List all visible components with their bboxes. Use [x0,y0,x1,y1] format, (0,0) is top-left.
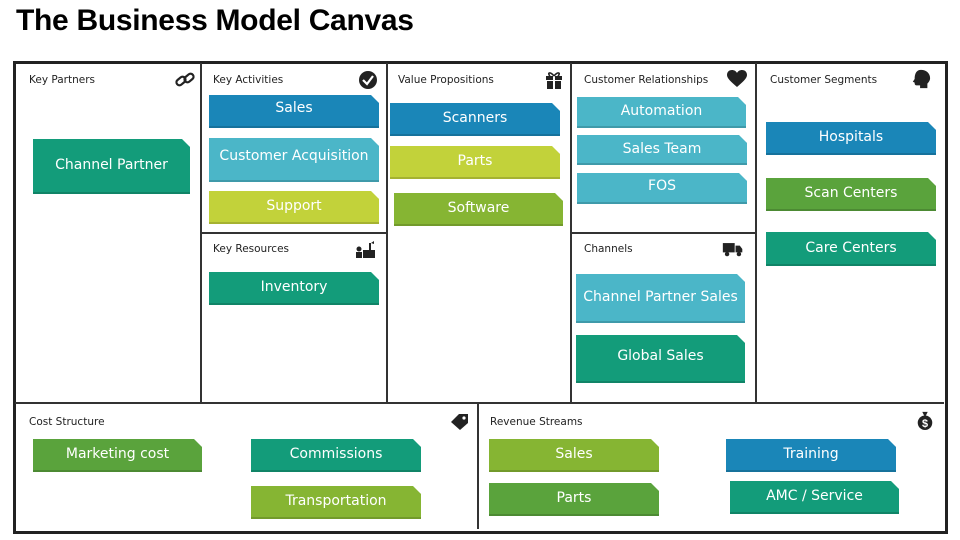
canvas-item[interactable]: Channel Partner [33,139,190,194]
canvas-item[interactable]: Global Sales [576,335,745,383]
head-icon [912,69,931,89]
section-label: Revenue Streams [490,416,583,428]
truck-icon [722,243,743,257]
link-icon [175,72,195,87]
canvas-item[interactable]: Software [394,193,563,226]
factory-icon [356,241,375,258]
section-label: Value Propositions [398,74,494,86]
canvas-item[interactable]: AMC / Service [730,481,899,514]
canvas-item[interactable]: Hospitals [766,122,936,155]
svg-text:$: $ [922,418,928,430]
section-label: Key Partners [29,74,96,86]
canvas-item[interactable]: Channel Partner Sales [576,274,745,323]
canvas-item[interactable]: Customer Acquisition [209,138,379,182]
canvas-item[interactable]: Marketing cost [33,439,202,472]
canvas-item[interactable]: Automation [577,97,746,128]
divider [477,403,479,529]
canvas-item[interactable]: Sales Team [577,135,747,165]
canvas-item[interactable]: Sales [209,95,379,128]
section-label: Customer Segments [770,74,878,86]
canvas-item[interactable]: FOS [577,173,747,204]
canvas-item[interactable]: Scan Centers [766,178,936,211]
canvas-frame [13,61,948,534]
canvas-item[interactable]: Training [726,439,896,472]
divider [201,232,387,234]
canvas-item[interactable]: Scanners [390,103,560,136]
section-label: Cost Structure [29,416,105,428]
money-bag-icon: $ [917,411,933,430]
canvas-item[interactable]: Transportation [251,486,421,519]
canvas-item[interactable]: Commissions [251,439,421,472]
divider [386,63,388,404]
canvas-item[interactable]: Parts [390,146,560,179]
canvas-item[interactable]: Care Centers [766,232,936,266]
checkmark-icon [359,71,377,89]
tag-icon [451,414,468,430]
section-label: Customer Relationships [584,74,709,86]
section-label: Key Resources [213,243,289,255]
canvas-item[interactable]: Sales [489,439,659,472]
canvas-item[interactable]: Inventory [209,272,379,305]
divider [571,232,756,234]
divider [755,63,757,404]
heart-icon [727,70,747,87]
section-label: Key Activities [213,74,284,86]
canvas-item[interactable]: Support [209,191,379,224]
divider [15,402,944,404]
section-label: Channels [584,243,633,255]
canvas-item[interactable]: Parts [489,483,659,516]
page-title: The Business Model Canvas [16,4,414,37]
gift-icon [546,72,562,89]
